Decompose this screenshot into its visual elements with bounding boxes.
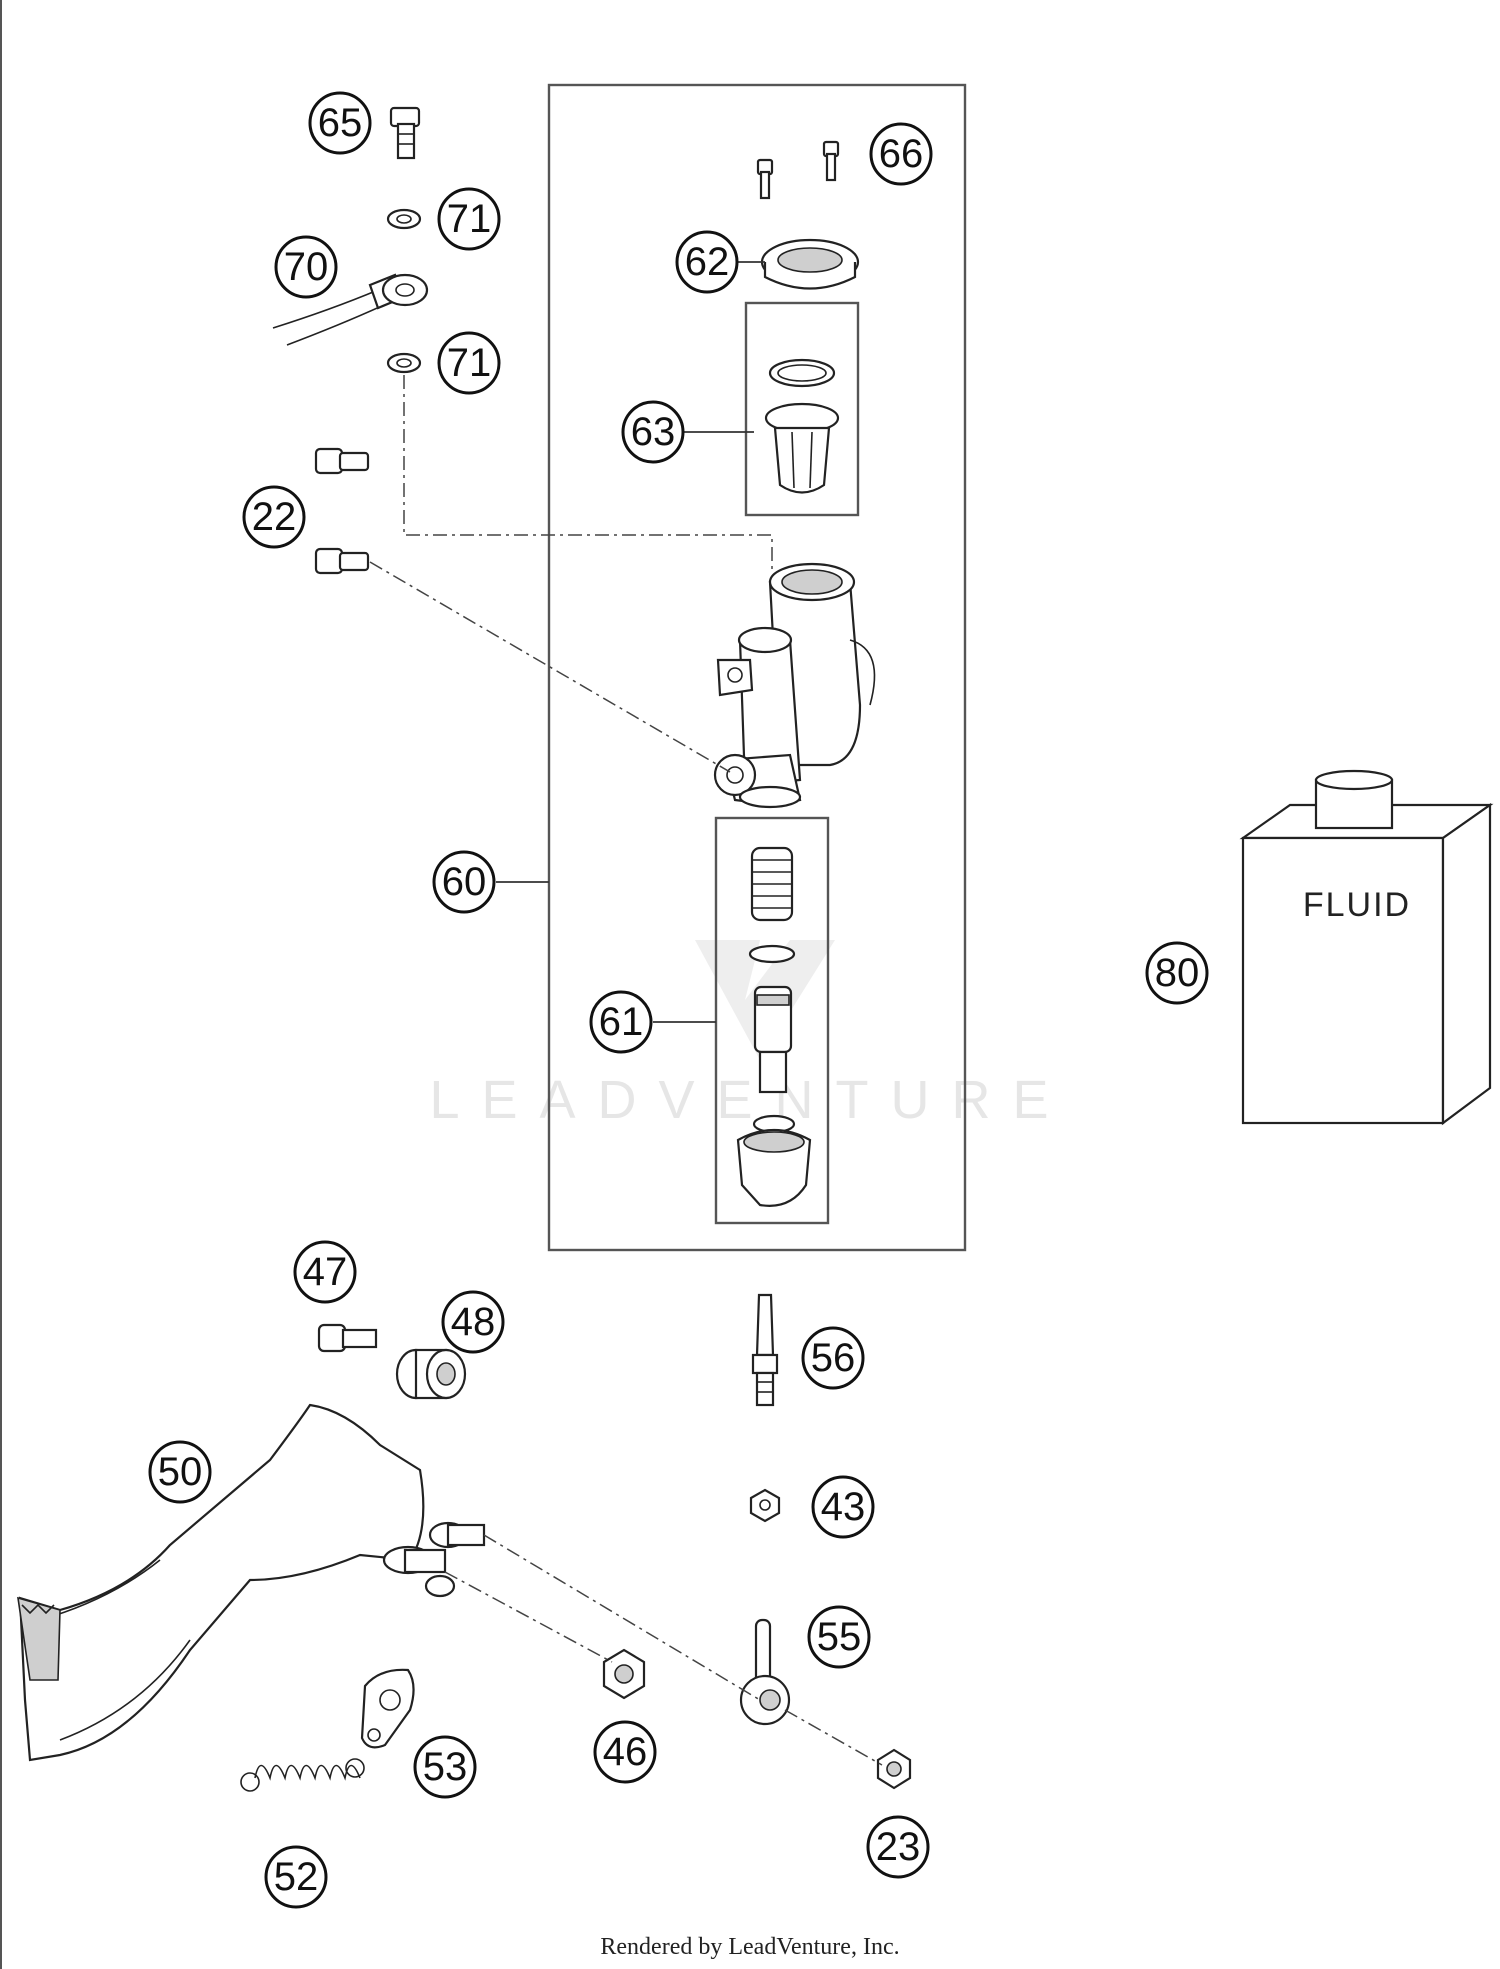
callout-46: 46 bbox=[593, 1720, 657, 1784]
part-46-nut bbox=[602, 1648, 646, 1700]
callout-22: 22 bbox=[242, 485, 306, 549]
svg-text:22: 22 bbox=[252, 495, 297, 539]
kit-frame-63 bbox=[744, 301, 860, 517]
part-70-brake-hose bbox=[272, 273, 429, 346]
part-61-piston-kit bbox=[736, 846, 812, 1207]
callout-61: 61 bbox=[589, 990, 653, 1054]
svg-text:47: 47 bbox=[303, 1250, 348, 1294]
part-23-nut bbox=[876, 1748, 912, 1790]
callout-60: 60 bbox=[432, 850, 496, 914]
callout-50: 50 bbox=[148, 1440, 212, 1504]
svg-text:46: 46 bbox=[603, 1730, 648, 1774]
footer-credit: Rendered by LeadVenture, Inc. bbox=[600, 1934, 899, 1960]
svg-text:71: 71 bbox=[447, 197, 492, 241]
svg-text:65: 65 bbox=[318, 101, 363, 145]
callout-65: 65 bbox=[308, 91, 372, 155]
part-80-fluid-container: FLUID bbox=[1239, 769, 1494, 1126]
watermark: LEADVENTURE bbox=[429, 1070, 1070, 1130]
part-66-screws bbox=[756, 140, 840, 200]
svg-text:63: 63 bbox=[631, 410, 676, 454]
svg-text:56: 56 bbox=[811, 1336, 856, 1380]
svg-text:61: 61 bbox=[599, 1000, 644, 1044]
svg-text:23: 23 bbox=[876, 1825, 921, 1869]
svg-text:48: 48 bbox=[451, 1300, 496, 1344]
svg-text:71: 71 bbox=[447, 341, 492, 385]
kit-frame-60 bbox=[547, 83, 967, 1252]
svg-text:50: 50 bbox=[158, 1450, 203, 1494]
callout-47: 47 bbox=[293, 1240, 357, 1304]
leader-70-71 bbox=[403, 375, 773, 570]
callout-53: 53 bbox=[413, 1735, 477, 1799]
part-48-bushing bbox=[395, 1348, 467, 1400]
svg-text:55: 55 bbox=[817, 1615, 862, 1659]
master-cylinder-body bbox=[713, 562, 876, 809]
part-50-brake-pedal bbox=[17, 1403, 486, 1762]
part-22-bolts bbox=[314, 447, 370, 575]
svg-text:70: 70 bbox=[284, 245, 329, 289]
callout-70: 70 bbox=[274, 235, 338, 299]
part-71-washer-top bbox=[386, 208, 422, 230]
callout-43: 43 bbox=[811, 1475, 875, 1539]
part-47-bolt bbox=[317, 1323, 378, 1353]
svg-text:60: 60 bbox=[442, 860, 487, 904]
fluid-label: FLUID bbox=[1303, 886, 1411, 924]
callout-52: 52 bbox=[264, 1845, 328, 1909]
callout-71-top: 71 bbox=[437, 187, 501, 251]
part-71-washer-bottom bbox=[386, 352, 422, 374]
callout-48: 48 bbox=[441, 1290, 505, 1354]
callout-66: 66 bbox=[869, 122, 933, 186]
callout-23: 23 bbox=[866, 1815, 930, 1879]
callout-62: 62 bbox=[675, 230, 739, 294]
kit-frame-61 bbox=[714, 816, 830, 1225]
callout-63: 63 bbox=[621, 400, 685, 464]
part-62-reservoir-cap bbox=[760, 238, 860, 290]
part-52-return-spring bbox=[240, 1758, 365, 1792]
part-43-nut bbox=[749, 1488, 781, 1523]
part-55-banjo-fitting bbox=[739, 1618, 791, 1726]
leader-pedal-to-46 bbox=[444, 1571, 613, 1663]
part-63-reservoir-seal bbox=[764, 358, 840, 494]
callout-80: 80 bbox=[1145, 941, 1209, 1005]
callout-56: 56 bbox=[801, 1326, 865, 1390]
part-65-bolt bbox=[389, 106, 421, 160]
part-53-bracket bbox=[360, 1668, 415, 1749]
svg-text:62: 62 bbox=[685, 240, 730, 284]
svg-text:66: 66 bbox=[879, 132, 924, 176]
part-56-bleed-nipple bbox=[751, 1293, 779, 1407]
svg-text:80: 80 bbox=[1155, 951, 1200, 995]
callout-55: 55 bbox=[807, 1605, 871, 1669]
svg-text:43: 43 bbox=[821, 1485, 866, 1529]
leader-banjo-to-23 bbox=[784, 1709, 883, 1766]
svg-text:52: 52 bbox=[274, 1855, 319, 1899]
callout-71-bottom: 71 bbox=[437, 331, 501, 395]
svg-text:53: 53 bbox=[423, 1745, 468, 1789]
leader-22 bbox=[369, 561, 731, 773]
